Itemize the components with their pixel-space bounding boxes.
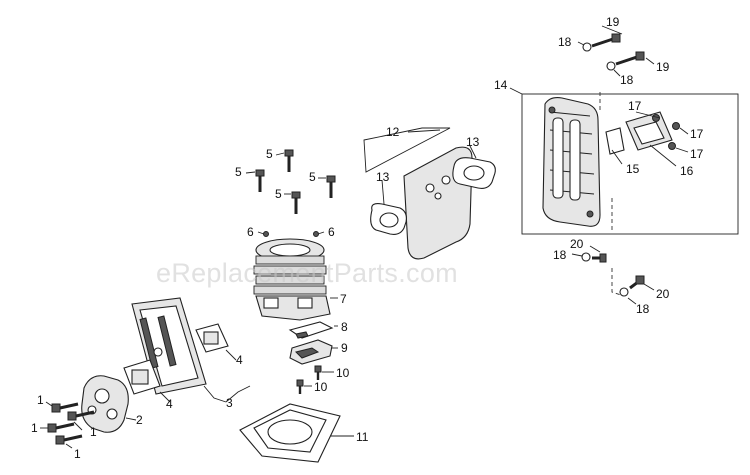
callout-4: 4 bbox=[236, 353, 243, 367]
callout-5: 5 bbox=[275, 187, 282, 201]
callout-10: 10 bbox=[314, 380, 328, 394]
callout-10: 10 bbox=[336, 366, 350, 380]
callout-20: 20 bbox=[656, 287, 670, 301]
callout-18: 18 bbox=[636, 302, 650, 316]
muffler-assembly bbox=[509, 87, 739, 297]
screw-17b-icon bbox=[672, 122, 680, 130]
callout-12: 12 bbox=[386, 125, 400, 139]
muffler-group-box bbox=[521, 93, 739, 235]
callout-17: 17 bbox=[628, 99, 642, 113]
callout-18: 18 bbox=[620, 73, 634, 87]
callout-5: 5 bbox=[235, 165, 242, 179]
callout-1: 1 bbox=[74, 447, 81, 461]
callout-17: 17 bbox=[690, 127, 704, 141]
callout-1: 1 bbox=[90, 425, 97, 439]
callout-4: 4 bbox=[166, 397, 173, 411]
carburetor bbox=[81, 375, 129, 433]
cylinder bbox=[253, 231, 338, 321]
callout-9: 9 bbox=[341, 341, 348, 355]
callout-7: 7 bbox=[340, 292, 347, 306]
carburetor-group bbox=[40, 375, 137, 449]
callout-15: 15 bbox=[626, 162, 640, 176]
callout-18: 18 bbox=[558, 35, 572, 49]
muffler-top-bolts bbox=[577, 25, 655, 77]
crankcase-gasket bbox=[239, 403, 354, 463]
callout-2: 2 bbox=[136, 413, 143, 427]
callout-17: 17 bbox=[690, 147, 704, 161]
callout-1: 1 bbox=[31, 421, 38, 435]
callout-5: 5 bbox=[309, 170, 316, 184]
watermark: eReplacementParts.com bbox=[156, 258, 458, 288]
callout-13: 13 bbox=[466, 135, 480, 149]
muffler-gasket bbox=[605, 127, 625, 155]
callout-18: 18 bbox=[553, 248, 567, 262]
callout-19: 19 bbox=[656, 60, 670, 74]
callout-labels: 1 1 1 1 2 3 4 4 5 5 5 5 6 6 7 8 9 10 10 … bbox=[31, 15, 704, 461]
heat-shield-group bbox=[363, 127, 496, 260]
cylinder-bolts bbox=[245, 149, 336, 214]
callout-1: 1 bbox=[37, 393, 44, 407]
intake-parts bbox=[288, 321, 338, 394]
screw-17c-icon bbox=[668, 142, 676, 150]
callout-6: 6 bbox=[247, 225, 254, 239]
callout-19: 19 bbox=[606, 15, 620, 29]
callout-8: 8 bbox=[341, 320, 348, 334]
callout-20: 20 bbox=[570, 237, 584, 251]
carb-plate-group bbox=[123, 297, 251, 403]
muffler-bottom-bolts bbox=[571, 245, 655, 305]
callout-6: 6 bbox=[328, 225, 335, 239]
callout-5: 5 bbox=[266, 147, 273, 161]
callout-13: 13 bbox=[376, 170, 390, 184]
heat-shield-outline bbox=[363, 127, 451, 173]
callout-14: 14 bbox=[494, 78, 508, 92]
callout-3: 3 bbox=[226, 396, 233, 410]
callout-11: 11 bbox=[356, 430, 369, 444]
callout-16: 16 bbox=[680, 164, 694, 178]
